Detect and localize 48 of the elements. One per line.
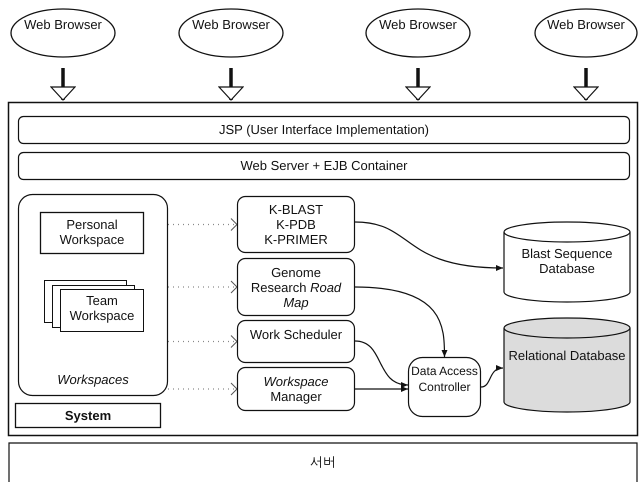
node-label: Personal Workspace: [58, 217, 126, 247]
module-name: K-PRIMER: [263, 232, 329, 247]
ellipse-node: [365, 8, 471, 58]
rounded-box: [408, 357, 481, 417]
module-name: K-PDB: [275, 217, 317, 232]
block-arrow: [573, 68, 599, 101]
block-arrow: [218, 68, 244, 101]
node-label: Workspaces: [56, 372, 130, 387]
node-label: Genome Research Road Map: [250, 264, 342, 310]
arrow: [355, 386, 408, 392]
module-box: [237, 196, 355, 253]
arrow: [354, 286, 448, 357]
node-label: Web Browser: [378, 17, 458, 32]
layer-bar: [8, 442, 638, 482]
ellipse-node: [178, 8, 284, 58]
block-arrow: [405, 68, 431, 101]
arrow: [354, 340, 408, 388]
layer-bar: [18, 152, 630, 180]
node-label: JSP (User Interface Implementation): [218, 122, 430, 137]
node-label: Workspace Manager: [262, 374, 330, 404]
node-label: Relational Database: [507, 348, 627, 363]
node-label: System: [64, 408, 112, 423]
node-label: 서버: [309, 454, 337, 469]
block-arrow: [50, 68, 76, 101]
process-box: [40, 212, 144, 254]
arrow: [480, 366, 504, 388]
ellipse-node: [10, 8, 116, 58]
module-name: K-BLAST: [268, 202, 324, 217]
node-label: Web Browser: [191, 17, 271, 32]
database-cylinder: [503, 222, 631, 302]
module-box: [237, 258, 355, 316]
layer-bar: [18, 116, 630, 144]
arrow: [354, 221, 504, 271]
label-box: [15, 403, 161, 428]
stacked-card: [44, 280, 144, 332]
node-label: Web Browser: [23, 17, 103, 32]
node-label: Team Workspace: [68, 293, 136, 323]
ellipse-node: [534, 8, 638, 58]
rounded-box: [18, 194, 168, 396]
node-label: Data Access Controller: [410, 363, 479, 395]
module-box: [237, 320, 355, 363]
node-label: Web Browser: [546, 17, 626, 32]
system-frame: [8, 102, 638, 436]
node-label: Web Server + EJB Container: [239, 158, 409, 173]
module-box: [237, 367, 355, 411]
node-label: Blast Sequence Database: [520, 246, 614, 276]
node-label: Work Scheduler: [248, 326, 344, 342]
database-cylinder: [503, 318, 631, 412]
